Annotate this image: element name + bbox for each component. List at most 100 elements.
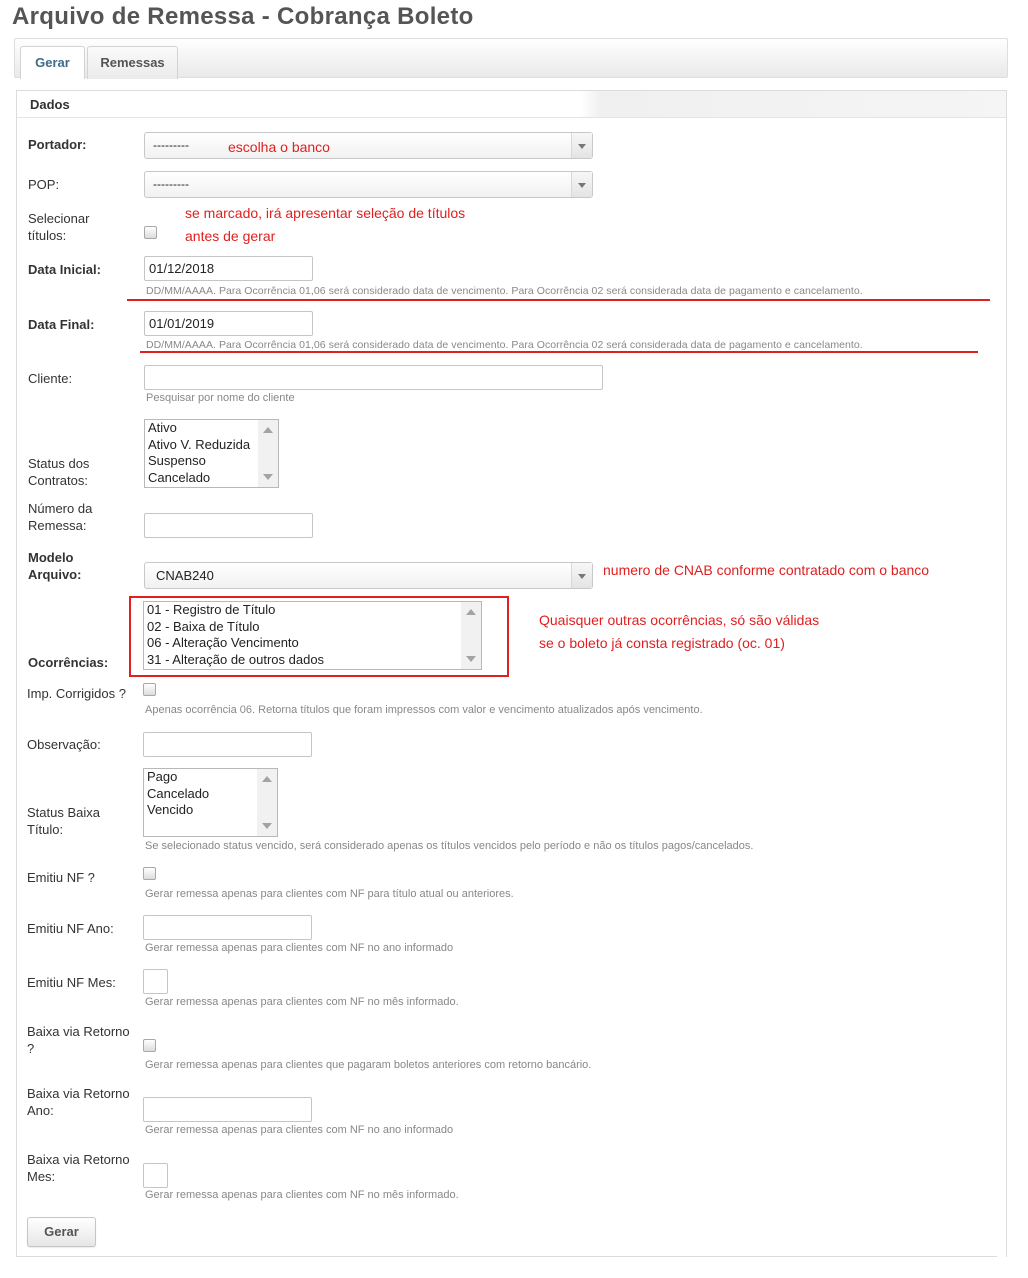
baixa-retorno-mes-label: Baixa via Retorno Mes: bbox=[27, 1151, 130, 1185]
scroll-down-icon[interactable] bbox=[466, 656, 476, 662]
data-final-label: Data Final: bbox=[28, 317, 95, 332]
scroll-up-icon[interactable] bbox=[262, 776, 272, 782]
scroll-up-icon[interactable] bbox=[263, 427, 273, 433]
list-item[interactable]: 31 - Alteração de outros dados bbox=[147, 651, 325, 667]
imp-corrigidos-checkbox[interactable] bbox=[143, 683, 156, 696]
emitiu-nf-mes-input[interactable] bbox=[143, 969, 168, 994]
observacao-input[interactable] bbox=[143, 732, 312, 757]
observacao-label: Observação: bbox=[27, 737, 101, 752]
annotation-modelo: numero de CNAB conforme contratado com o… bbox=[603, 562, 930, 578]
ocorrencias-listbox[interactable]: 01 - Registro de Título 02 - Baixa de Tí… bbox=[143, 601, 482, 670]
divider bbox=[17, 1256, 997, 1257]
list-item[interactable]: Ativo V. Reduzida bbox=[148, 436, 251, 452]
data-final-hint: DD/MM/AAAA. Para Ocorrência 01,06 será c… bbox=[146, 339, 863, 351]
status-baixa-label-line1: Status Baixa bbox=[27, 805, 100, 820]
emitiu-nf-label: Emitiu NF ? bbox=[27, 870, 95, 885]
panel-title: Dados bbox=[30, 97, 70, 112]
status-baixa-hint: Se selecionado status vencido, será cons… bbox=[145, 840, 754, 852]
baixa-retorno-mes-input[interactable] bbox=[143, 1163, 168, 1188]
panel-header bbox=[17, 91, 1006, 118]
emitiu-nf-mes-hint: Gerar remessa apenas para clientes com N… bbox=[145, 996, 459, 1008]
annotation-underline-data-inicial bbox=[127, 299, 990, 301]
modelo-arquivo-label-line2: Arquivo: bbox=[28, 567, 82, 582]
list-item[interactable]: Cancelado bbox=[148, 469, 211, 485]
baixa-retorno-ano-label-line1: Baixa via Retorno bbox=[27, 1086, 130, 1101]
baixa-retorno-label-line1: Baixa via Retorno bbox=[27, 1024, 130, 1039]
data-inicial-label: Data Inicial: bbox=[28, 262, 101, 277]
data-inicial-input[interactable]: 01/12/2018 bbox=[144, 256, 313, 281]
emitiu-nf-ano-input[interactable] bbox=[143, 915, 312, 940]
modelo-arquivo-label-line1: Modelo bbox=[28, 550, 74, 565]
numero-remessa-label-line1: Número da bbox=[28, 501, 93, 516]
cliente-input[interactable] bbox=[144, 365, 603, 390]
status-contratos-label-line2: Contratos: bbox=[28, 473, 88, 488]
emitiu-nf-mes-label: Emitiu NF Mes: bbox=[27, 975, 116, 990]
modelo-arquivo-label: Modelo Arquivo: bbox=[28, 549, 81, 583]
baixa-retorno-ano-label: Baixa via Retorno Ano: bbox=[27, 1085, 130, 1119]
modelo-arquivo-select-value: CNAB240 bbox=[156, 568, 214, 583]
baixa-retorno-checkbox[interactable] bbox=[143, 1039, 156, 1052]
portador-label: Portador: bbox=[28, 137, 87, 152]
annotation-selecionar-line2: antes de gerar bbox=[185, 228, 276, 244]
pop-select[interactable]: --------- bbox=[144, 171, 593, 198]
portador-select[interactable]: --------- bbox=[144, 132, 593, 159]
status-baixa-label-line2: Título: bbox=[27, 822, 64, 837]
data-inicial-hint: DD/MM/AAAA. Para Ocorrência 01,06 será c… bbox=[146, 285, 863, 297]
selecionar-titulos-label-line1: Selecionar bbox=[28, 211, 90, 226]
list-item[interactable]: Ativo bbox=[148, 420, 177, 435]
emitiu-nf-checkbox[interactable] bbox=[143, 867, 156, 880]
status-contratos-label: Status dos Contratos: bbox=[28, 455, 89, 489]
scroll-up-icon[interactable] bbox=[466, 609, 476, 615]
selecionar-titulos-label-line2: títulos: bbox=[28, 228, 67, 243]
baixa-retorno-ano-input[interactable] bbox=[143, 1097, 312, 1122]
emitiu-nf-ano-hint: Gerar remessa apenas para clientes com N… bbox=[145, 942, 454, 954]
annotation-portador: escolha o banco bbox=[228, 139, 330, 155]
numero-remessa-label: Número da Remessa: bbox=[28, 500, 92, 534]
numero-remessa-label-line2: Remessa: bbox=[28, 518, 87, 533]
tab-gerar[interactable]: Gerar bbox=[20, 46, 85, 79]
list-item[interactable]: 06 - Alteração Vencimento bbox=[147, 635, 299, 650]
form-panel bbox=[16, 90, 1007, 1257]
imp-corrigidos-label: Imp. Corrigidos ? bbox=[27, 686, 126, 701]
scroll-down-icon[interactable] bbox=[263, 474, 273, 480]
tab-bar: Gerar Remessas bbox=[14, 38, 1008, 79]
annotation-ocorrencias-line2: se o boleto já consta registrado (oc. 01… bbox=[539, 635, 785, 651]
list-item[interactable]: Suspenso bbox=[148, 453, 206, 468]
imp-corrigidos-hint: Apenas ocorrência 06. Retorna títulos qu… bbox=[145, 704, 703, 716]
numero-remessa-input[interactable] bbox=[144, 513, 313, 538]
status-baixa-listbox[interactable]: Pago Cancelado Vencido bbox=[143, 768, 278, 837]
status-contratos-listbox[interactable]: Ativo Ativo V. Reduzida Suspenso Cancela… bbox=[144, 419, 279, 488]
chevron-down-icon bbox=[571, 563, 592, 588]
pop-label: POP: bbox=[28, 177, 60, 192]
cliente-label: Cliente: bbox=[28, 371, 73, 386]
chevron-down-icon bbox=[571, 172, 592, 197]
scrollbar[interactable] bbox=[461, 602, 481, 669]
baixa-retorno-mes-label-line2: Mes: bbox=[27, 1169, 56, 1184]
gerar-button[interactable]: Gerar bbox=[27, 1217, 96, 1247]
list-item[interactable]: Cancelado bbox=[147, 785, 210, 801]
baixa-retorno-ano-hint: Gerar remessa apenas para clientes com N… bbox=[145, 1124, 454, 1136]
emitiu-nf-ano-label: Emitiu NF Ano: bbox=[27, 921, 114, 936]
list-item[interactable]: Vencido bbox=[147, 802, 194, 817]
modelo-arquivo-select[interactable]: CNAB240 bbox=[144, 562, 593, 589]
scrollbar[interactable] bbox=[258, 420, 278, 487]
baixa-retorno-mes-hint: Gerar remessa apenas para clientes com N… bbox=[145, 1189, 459, 1201]
data-final-input[interactable]: 01/01/2019 bbox=[144, 311, 313, 336]
emitiu-nf-hint: Gerar remessa apenas para clientes com N… bbox=[145, 888, 514, 900]
pop-select-value: --------- bbox=[153, 177, 189, 191]
cliente-hint: Pesquisar por nome do cliente bbox=[146, 392, 295, 404]
status-baixa-label: Status Baixa Título: bbox=[27, 804, 100, 838]
page-title: Arquivo de Remessa - Cobrança Boleto bbox=[12, 3, 474, 30]
annotation-underline-data-final bbox=[140, 351, 978, 353]
list-item[interactable]: 02 - Baixa de Título bbox=[147, 618, 260, 634]
portador-select-value: --------- bbox=[153, 138, 189, 152]
tab-remessas[interactable]: Remessas bbox=[87, 46, 178, 79]
selecionar-titulos-checkbox[interactable] bbox=[144, 226, 157, 239]
list-item[interactable]: Pago bbox=[147, 769, 178, 784]
annotation-selecionar-line1: se marcado, irá apresentar seleção de tí… bbox=[185, 205, 466, 221]
scrollbar[interactable] bbox=[257, 769, 277, 836]
baixa-retorno-mes-label-line1: Baixa via Retorno bbox=[27, 1152, 130, 1167]
scroll-down-icon[interactable] bbox=[262, 823, 272, 829]
annotation-ocorrencias-line1: Quaisquer outras ocorrências, só são vál… bbox=[539, 612, 820, 628]
list-item[interactable]: 01 - Registro de Título bbox=[147, 602, 276, 617]
